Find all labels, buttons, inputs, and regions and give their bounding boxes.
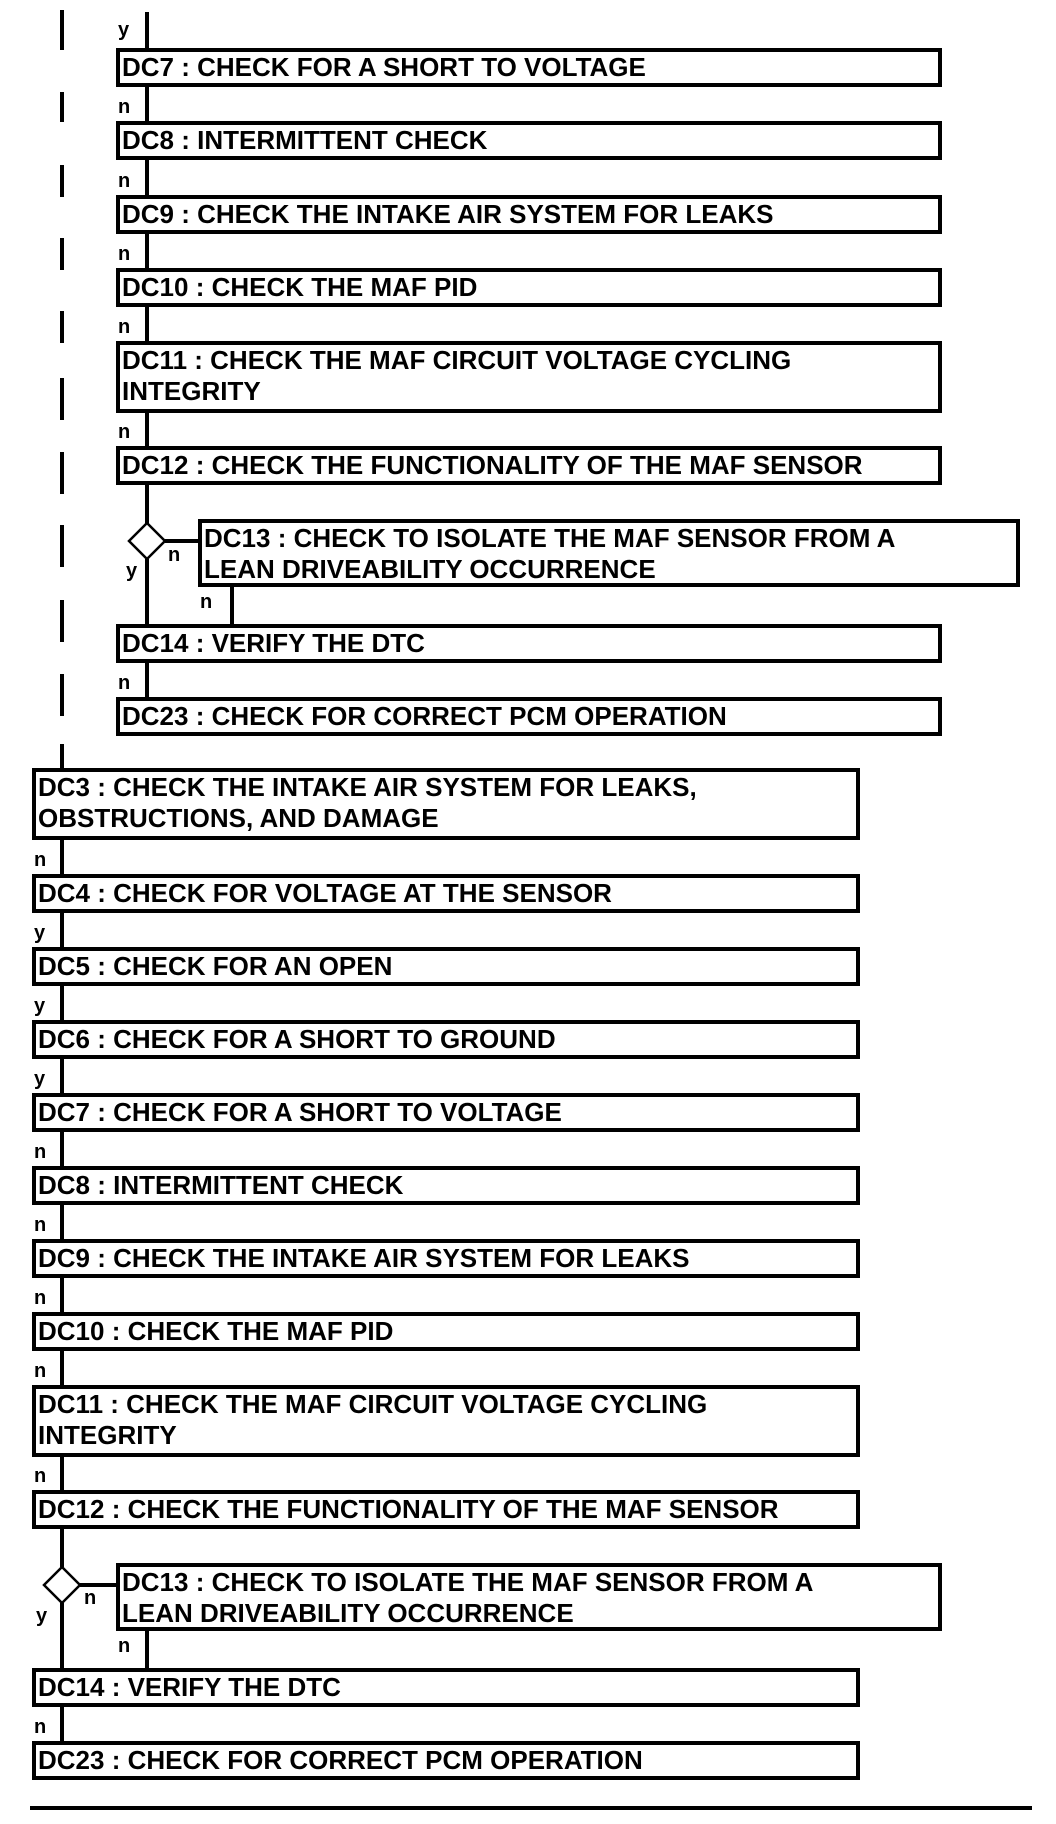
upper-step-dc10-frame <box>116 268 942 307</box>
upper-step-dc12-text-line: DC12 : CHECK THE FUNCTIONALITY OF THE MA… <box>122 450 863 480</box>
upper-decision-no-label: n <box>168 544 180 566</box>
upper-step-dc12: DC12 : CHECK THE FUNCTIONALITY OF THE MA… <box>116 446 942 485</box>
upper-label-n: n <box>118 672 130 694</box>
upper-step-dc7-text-line: DC7 : CHECK FOR A SHORT TO VOLTAGE <box>122 52 646 82</box>
lower-step-dc8-text-line: DC8 : INTERMITTENT CHECK <box>38 1170 404 1200</box>
lower-step-dc12-text-line: DC12 : CHECK THE FUNCTIONALITY OF THE MA… <box>38 1494 779 1524</box>
lower-step-dc10-text-line: DC10 : CHECK THE MAF PID <box>38 1316 393 1346</box>
lower-decision-no-label: n <box>84 1587 96 1609</box>
lower-step-dc5-frame <box>32 947 860 986</box>
lower-decision-diamond <box>42 1565 82 1605</box>
lower-step-dc9: DC9 : CHECK THE INTAKE AIR SYSTEM FOR LE… <box>32 1239 860 1278</box>
lower-label: n <box>34 1141 46 1163</box>
upper-label-n: n <box>118 170 130 192</box>
lower-step-dc6-text-line: DC6 : CHECK FOR A SHORT TO GROUND <box>38 1024 556 1054</box>
upper-step-dc9: DC9 : CHECK THE INTAKE AIR SYSTEM FOR LE… <box>116 195 942 234</box>
upper-step-dc11-text-line: INTEGRITY <box>122 376 261 406</box>
lower-label: n <box>34 1360 46 1382</box>
upper-step-dc10: DC10 : CHECK THE MAF PID <box>116 268 942 307</box>
lower-step-dc14-frame <box>32 1668 860 1707</box>
lower-label: n <box>34 1214 46 1236</box>
lower-step-dc7-frame <box>32 1093 860 1132</box>
upper-step-dc9-text-line: DC9 : CHECK THE INTAKE AIR SYSTEM FOR LE… <box>122 199 773 229</box>
upper-step-dc13-text-line: DC13 : CHECK TO ISOLATE THE MAF SENSOR F… <box>204 523 896 553</box>
lower-step-dc13-text-line: LEAN DRIVEABILITY OCCURRENCE <box>122 1598 574 1628</box>
lower-step-dc14: DC14 : VERIFY THE DTC <box>32 1668 860 1707</box>
lower-step-dc7: DC7 : CHECK FOR A SHORT TO VOLTAGE <box>32 1093 860 1132</box>
lower-step-dc6: DC6 : CHECK FOR A SHORT TO GROUND <box>32 1020 860 1059</box>
upper-step-dc8-text-line: DC8 : INTERMITTENT CHECK <box>122 125 488 155</box>
lower-step-dc4-text-line: DC4 : CHECK FOR VOLTAGE AT THE SENSOR <box>38 878 612 908</box>
lower-step-dc13-frame <box>116 1563 942 1631</box>
lower-step-dc11-text-line: INTEGRITY <box>38 1420 177 1450</box>
lower-step-dc3-text-line: DC3 : CHECK THE INTAKE AIR SYSTEM FOR LE… <box>38 772 697 802</box>
upper-label-n: n <box>118 96 130 118</box>
lower-step-dc10-frame <box>32 1312 860 1351</box>
upper-step-dc13-frame <box>198 519 1020 587</box>
lower-step-dc11: DC11 : CHECK THE MAF CIRCUIT VOLTAGE CYC… <box>32 1385 860 1457</box>
lower-step-dc3-text-line: OBSTRUCTIONS, AND DAMAGE <box>38 803 439 833</box>
upper-decision-yes-label: y <box>126 560 138 582</box>
upper-label-n: n <box>118 421 130 443</box>
upper-dc14-label: n <box>200 591 212 613</box>
upper-step-dc14-text-line: DC14 : VERIFY THE DTC <box>122 628 425 658</box>
upper-step-dc13-text-line: LEAN DRIVEABILITY OCCURRENCE <box>204 554 656 584</box>
upper-step-dc7: DC7 : CHECK FOR A SHORT TO VOLTAGE <box>116 48 942 87</box>
upper-step-dc11: DC11 : CHECK THE MAF CIRCUIT VOLTAGE CYC… <box>116 341 942 413</box>
lower-step-dc12-frame <box>32 1490 860 1529</box>
upper-step-dc13: DC13 : CHECK TO ISOLATE THE MAF SENSOR F… <box>198 519 1020 587</box>
lower-label: y <box>34 1068 46 1090</box>
lower-step-dc3-frame <box>32 768 860 840</box>
lower-step-dc7-text-line: DC7 : CHECK FOR A SHORT TO VOLTAGE <box>38 1097 562 1127</box>
lower-step-dc11-text-line: DC11 : CHECK THE MAF CIRCUIT VOLTAGE CYC… <box>38 1389 707 1419</box>
lower-label: n <box>34 1287 46 1309</box>
lower-step-dc4-frame <box>32 874 860 913</box>
lower-label: n <box>34 1465 46 1487</box>
upper-label-n: n <box>118 243 130 265</box>
lower-step-dc5: DC5 : CHECK FOR AN OPEN <box>32 947 860 986</box>
lower-step-dc14-text-line: DC14 : VERIFY THE DTC <box>38 1672 341 1702</box>
lower-decision-yes-label: y <box>36 1605 48 1627</box>
lower-step-dc23-frame <box>32 1741 860 1780</box>
lower-step-dc13: DC13 : CHECK TO ISOLATE THE MAF SENSOR F… <box>116 1563 942 1631</box>
upper-step-dc12-frame <box>116 446 942 485</box>
lower-step-dc4: DC4 : CHECK FOR VOLTAGE AT THE SENSOR <box>32 874 860 913</box>
flowchart-connectors <box>60 10 234 1743</box>
lower-label: y <box>34 995 46 1017</box>
lower-step-dc6-frame <box>32 1020 860 1059</box>
upper-entry-label: y <box>118 19 130 41</box>
lower-step-dc9-text-line: DC9 : CHECK THE INTAKE AIR SYSTEM FOR LE… <box>38 1243 689 1273</box>
upper-step-dc23-text-line: DC23 : CHECK FOR CORRECT PCM OPERATION <box>122 701 727 731</box>
upper-step-dc11-frame <box>116 341 942 413</box>
lower-step-dc23-text-line: DC23 : CHECK FOR CORRECT PCM OPERATION <box>38 1745 643 1775</box>
upper-step-dc11-text-line: DC11 : CHECK THE MAF CIRCUIT VOLTAGE CYC… <box>122 345 791 375</box>
upper-step-dc10-text-line: DC10 : CHECK THE MAF PID <box>122 272 477 302</box>
lower-step-dc8: DC8 : INTERMITTENT CHECK <box>32 1166 860 1205</box>
lower-step-dc10: DC10 : CHECK THE MAF PID <box>32 1312 860 1351</box>
lower-step-dc23: DC23 : CHECK FOR CORRECT PCM OPERATION <box>32 1741 860 1780</box>
lower-label: n <box>34 1716 46 1738</box>
upper-step-dc23: DC23 : CHECK FOR CORRECT PCM OPERATION <box>116 697 942 736</box>
upper-step-dc8: DC8 : INTERMITTENT CHECK <box>116 121 942 160</box>
upper-decision-diamond <box>127 521 167 561</box>
lower-dc14-label: n <box>118 1635 130 1657</box>
lower-step-dc11-frame <box>32 1385 860 1457</box>
upper-step-dc23-frame <box>116 697 942 736</box>
lower-step-dc8-frame <box>32 1166 860 1205</box>
lower-step-dc13-text-line: DC13 : CHECK TO ISOLATE THE MAF SENSOR F… <box>122 1567 814 1597</box>
lower-step-dc9-frame <box>32 1239 860 1278</box>
lower-step-dc3: DC3 : CHECK THE INTAKE AIR SYSTEM FOR LE… <box>32 768 860 840</box>
lower-label: y <box>34 922 46 944</box>
lower-step-dc12: DC12 : CHECK THE FUNCTIONALITY OF THE MA… <box>32 1490 860 1529</box>
upper-step-dc14: DC14 : VERIFY THE DTC <box>116 624 942 663</box>
upper-step-dc9-frame <box>116 195 942 234</box>
upper-step-dc7-frame <box>116 48 942 87</box>
upper-step-dc14-frame <box>116 624 942 663</box>
lower-label: n <box>34 849 46 871</box>
upper-label-n: n <box>118 316 130 338</box>
upper-step-dc8-frame <box>116 121 942 160</box>
lower-step-dc5-text-line: DC5 : CHECK FOR AN OPEN <box>38 951 392 981</box>
